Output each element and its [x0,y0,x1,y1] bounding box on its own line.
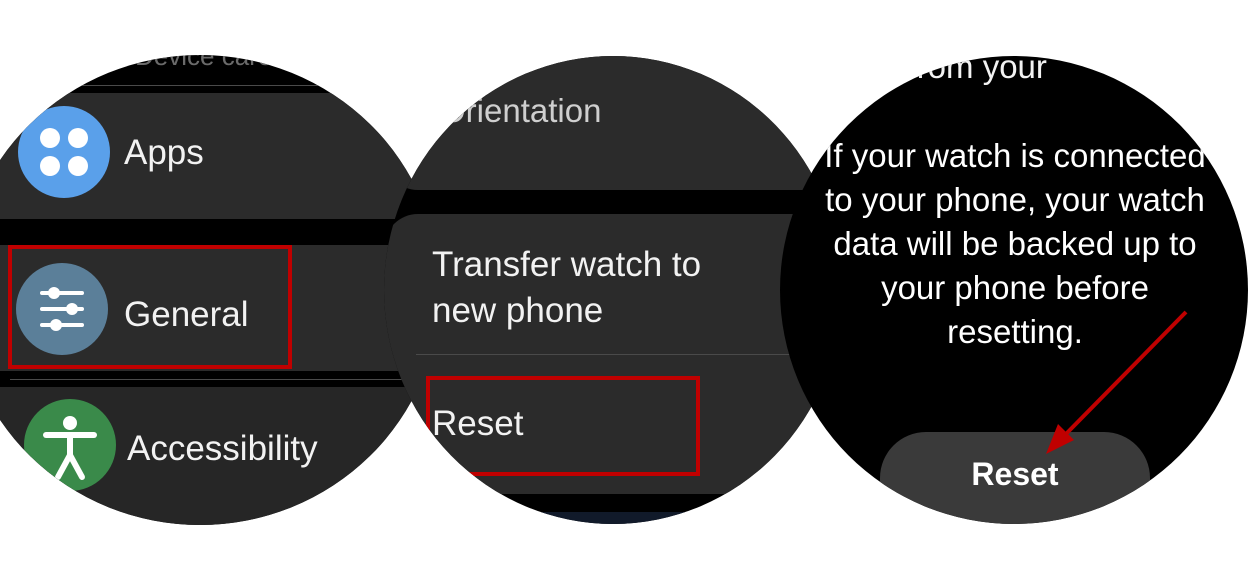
highlight-general [8,245,292,369]
general-item-orientation-label: Orientation [440,92,602,129]
accessibility-person-icon [24,399,116,491]
apps-grid-icon [18,106,110,198]
divider [80,85,400,86]
highlight-reset [426,376,700,476]
partial-item-device-care: Device care [135,55,273,71]
reset-backup-message: If your watch is connected to your phone… [824,137,1206,350]
divider [416,354,836,355]
general-item-transfer-watch[interactable]: Transfer watch to new phone [384,214,842,356]
next-card-edge [504,512,724,524]
general-item-orientation[interactable]: Orientation [384,56,842,190]
sliders-icon [16,263,108,355]
reset-button[interactable]: Reset [880,432,1150,524]
settings-item-apps[interactable]: Apps [0,93,440,219]
watch-screen-general: Orientation Transfer watch to new phone … [384,56,842,524]
general-item-transfer-watch-label: Transfer watch to new phone [432,245,702,330]
settings-item-general[interactable]: General [0,245,440,371]
reset-button-label: Reset [971,456,1059,492]
general-item-reset-label: Reset [432,404,524,443]
divider [10,379,430,380]
settings-item-accessibility-label: Accessibility [127,429,318,468]
partial-top-text: a from your [880,56,1047,85]
settings-item-accessibility[interactable]: Accessibility [0,387,440,525]
settings-item-apps-label: Apps [124,133,204,172]
watch-screen-reset-confirm: a from your If your watch is connected t… [780,56,1248,524]
watch-screen-settings: Device care Apps General [0,55,440,525]
settings-item-general-label: General [124,295,249,334]
